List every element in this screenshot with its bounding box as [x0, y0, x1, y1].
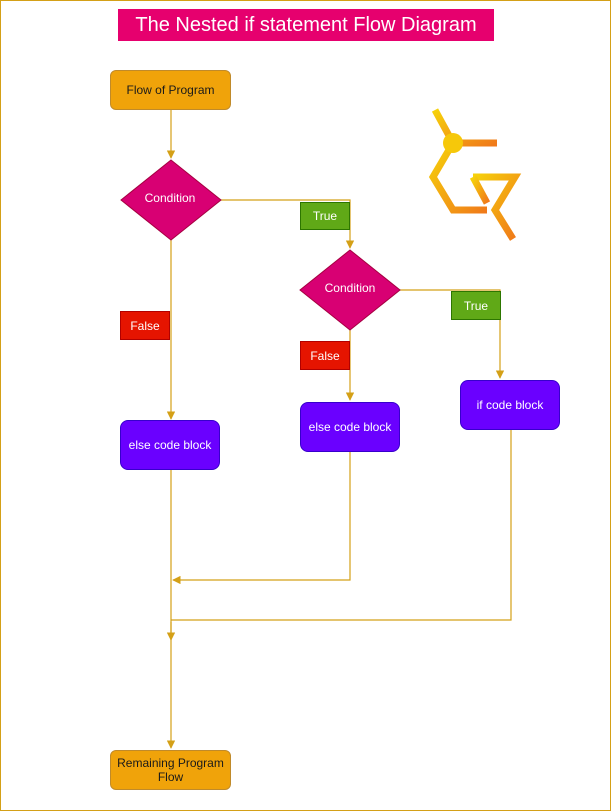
- edge-if-merge: [171, 430, 512, 621]
- condition-2-diamond: [299, 249, 401, 331]
- true-label-2: True: [451, 291, 501, 320]
- if-code-block-label: if code block: [476, 398, 544, 412]
- end-node: Remaining Program Flow: [110, 750, 231, 790]
- end-node-label: Remaining Program Flow: [117, 756, 224, 784]
- if-code-block: if code block: [460, 380, 560, 430]
- start-node: Flow of Program: [110, 70, 231, 110]
- edge-else-2-merge: [172, 452, 351, 585]
- condition-1-label: Condition: [144, 191, 196, 205]
- else-code-block-2-label: else code block: [308, 420, 392, 434]
- else-code-block-1: else code block: [120, 420, 220, 470]
- false-label-1: False: [120, 311, 170, 340]
- edge-condition-1-true: [221, 199, 355, 249]
- condition-1-diamond: [120, 159, 222, 241]
- false-label-1-text: False: [130, 318, 160, 333]
- else-code-block-2: else code block: [300, 402, 400, 452]
- stylized-g-logo: [428, 108, 522, 241]
- diagram-title: The Nested if statement Flow Diagram: [118, 9, 494, 41]
- false-label-2-text: False: [310, 348, 340, 363]
- else-code-block-1-label: else code block: [128, 438, 212, 452]
- true-label-1-text: True: [312, 209, 338, 223]
- start-node-label: Flow of Program: [126, 83, 215, 97]
- edge-condition-2-true: [400, 289, 505, 379]
- false-label-2: False: [300, 341, 350, 370]
- true-label-1: True: [300, 202, 350, 230]
- condition-2-label: Condition: [324, 281, 376, 295]
- true-label-2-text: True: [463, 298, 489, 313]
